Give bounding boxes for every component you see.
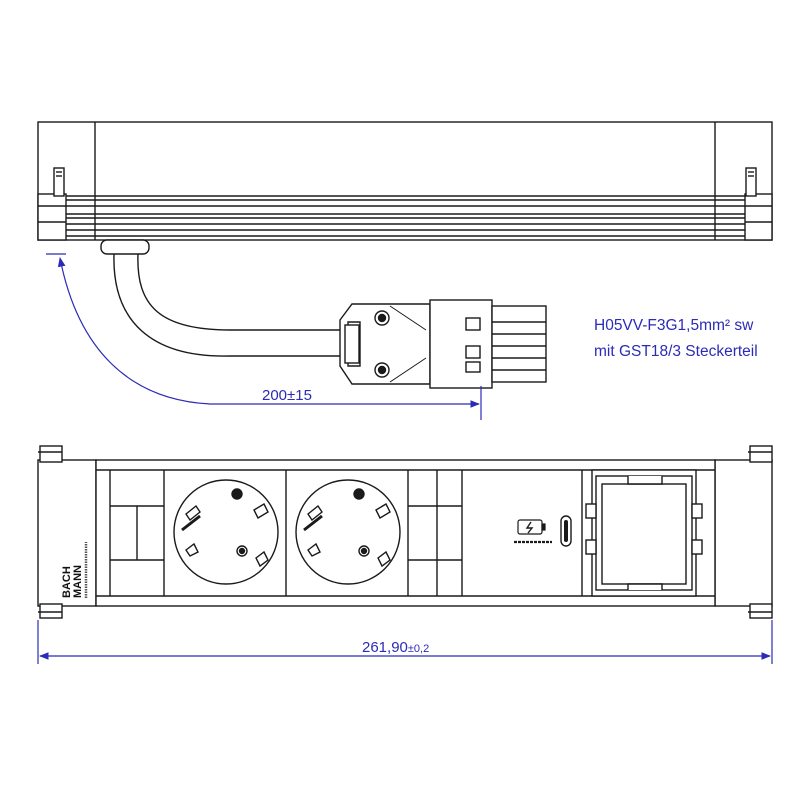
width-dimension <box>37 620 773 664</box>
socket-icon <box>173 479 279 585</box>
usb-c-port-icon <box>560 515 572 547</box>
socket-icon <box>295 479 401 585</box>
logo-line1: BACH <box>61 566 73 598</box>
cable-length-dimension <box>46 253 482 420</box>
cable-note-line2: mit GST18/3 Steckerteil <box>594 343 758 360</box>
cable <box>113 253 340 357</box>
usb-charger-icon <box>514 519 552 544</box>
cable-note-line1: H05VV-F3G1,5mm² sw <box>594 317 754 334</box>
top-view <box>37 121 773 255</box>
blank-module-icon <box>585 469 703 597</box>
cable-length-label: 200±15 <box>262 387 312 404</box>
bachmann-logo: BACH MANN <box>61 542 88 598</box>
plug-connector-icon <box>339 299 547 389</box>
logo-line2: MANN <box>72 565 84 598</box>
width-value: 261,90 <box>362 639 408 656</box>
width-tolerance: ±0,2 <box>408 643 429 655</box>
width-dimension-label: 261,90±0,2 <box>362 639 429 656</box>
